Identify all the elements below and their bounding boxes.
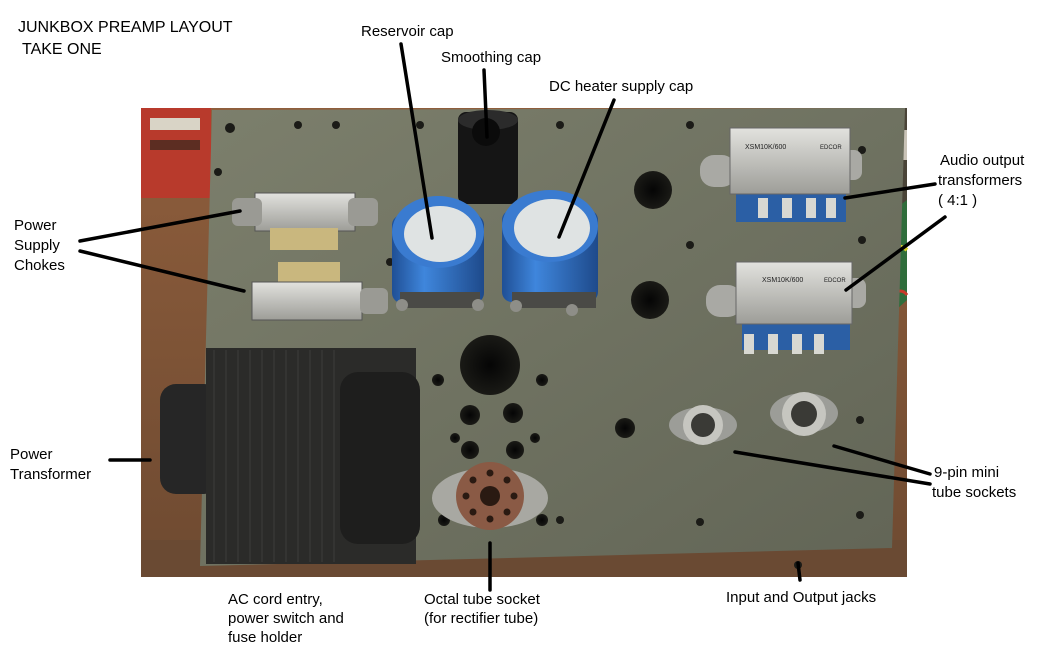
label-mini-sockets-line2: tube sockets bbox=[932, 484, 1017, 501]
label-transformer-line1: Power bbox=[10, 446, 53, 463]
label-reservoir-cap: Reservoir cap bbox=[361, 23, 454, 40]
power-transformer bbox=[160, 348, 420, 564]
label-audio-tx-line3: ( 4:1 ) bbox=[938, 192, 978, 209]
chassis-holes bbox=[432, 171, 672, 526]
label-smoothing-cap: Smoothing cap bbox=[441, 49, 542, 66]
page-subtitle: TAKE ONE bbox=[22, 41, 102, 58]
label-jacks: Input and Output jacks bbox=[726, 589, 877, 606]
mini-tube-socket-left bbox=[669, 405, 737, 445]
label-chokes-line2: Supply bbox=[14, 237, 60, 254]
label-audio-tx-line1: Audio output bbox=[940, 152, 1025, 169]
reservoir-cap bbox=[392, 196, 484, 311]
label-transformer-line2: Transformer bbox=[10, 466, 92, 483]
label-mini-sockets-line1: 9-pin mini bbox=[934, 464, 1000, 481]
mini-tube-socket-right bbox=[770, 392, 838, 436]
transformer-model-text: XSM10K/600 bbox=[745, 144, 786, 151]
label-ac-entry-line3: fuse holder bbox=[228, 629, 303, 646]
transformer-brand-text-2: EDCOR bbox=[824, 278, 846, 284]
dc-heater-supply-cap bbox=[502, 190, 598, 316]
label-dc-heater-cap: DC heater supply cap bbox=[549, 78, 694, 95]
smoothing-cap bbox=[458, 110, 518, 204]
octal-tube-socket bbox=[432, 462, 548, 530]
transformer-model-text-2: XSM10K/600 bbox=[762, 277, 803, 284]
label-chokes-line1: Power bbox=[14, 217, 57, 234]
label-octal-line2: (for rectifier tube) bbox=[424, 610, 539, 627]
label-audio-tx-line2: transformers bbox=[938, 172, 1023, 189]
label-ac-entry-line1: AC cord entry, bbox=[228, 591, 323, 608]
input-output-jacks bbox=[794, 561, 802, 569]
label-chokes-line3: Chokes bbox=[14, 257, 65, 274]
label-ac-entry-line2: power switch and bbox=[228, 610, 344, 627]
audio-output-transformer-bottom: XSM10K/600 EDCOR bbox=[706, 261, 866, 354]
label-octal-line1: Octal tube socket bbox=[424, 591, 540, 608]
page-title: JUNKBOX PREAMP LAYOUT bbox=[18, 19, 233, 36]
audio-output-transformer-top: XSM10K/600 EDCOR bbox=[700, 127, 862, 222]
transformer-brand-text: EDCOR bbox=[820, 145, 842, 151]
power-supply-chokes bbox=[232, 192, 388, 321]
